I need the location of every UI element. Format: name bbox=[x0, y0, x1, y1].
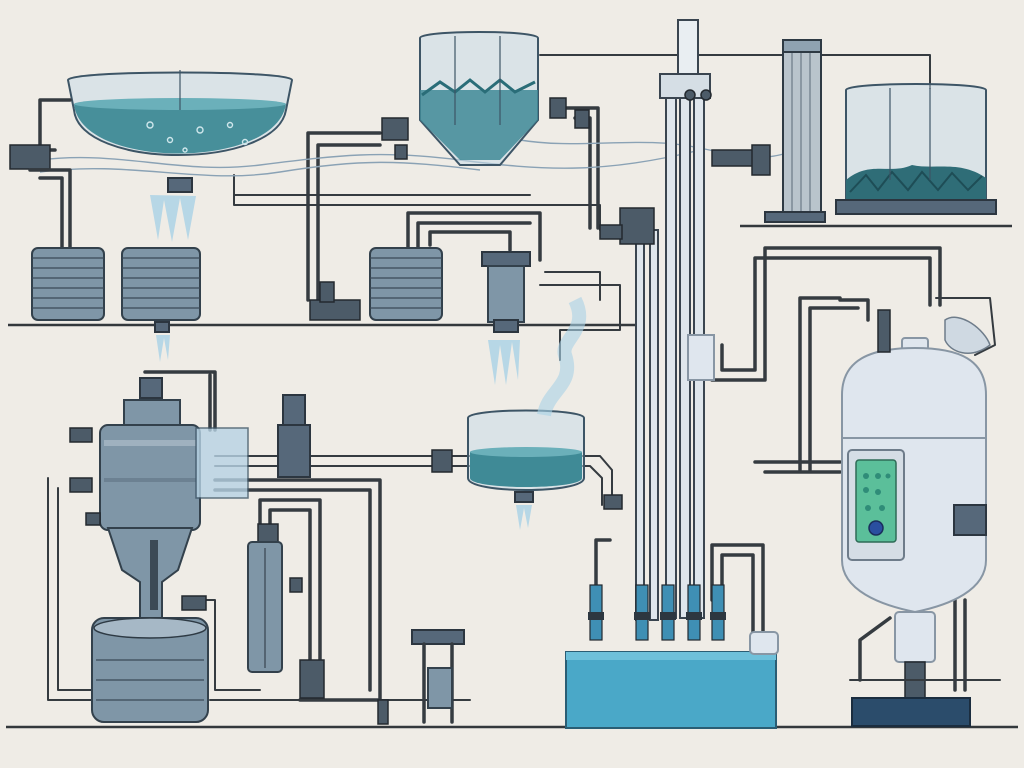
cartridge-drums bbox=[31, 247, 443, 362]
mixing-basin bbox=[431, 296, 587, 530]
pressure-vessel bbox=[841, 297, 1001, 727]
vertical-columns bbox=[599, 19, 715, 621]
reactor-vessel bbox=[69, 377, 249, 723]
column-filter bbox=[711, 39, 826, 223]
cartridge-filter bbox=[247, 394, 325, 699]
bowl-tank bbox=[38, 70, 294, 242]
hopper-filter bbox=[481, 251, 531, 385]
inlet-valve bbox=[9, 144, 72, 252]
sand-filter-tank bbox=[835, 83, 997, 215]
stand-pump bbox=[377, 629, 465, 725]
reservoir bbox=[565, 494, 779, 729]
cone-settling-tank bbox=[381, 31, 590, 166]
